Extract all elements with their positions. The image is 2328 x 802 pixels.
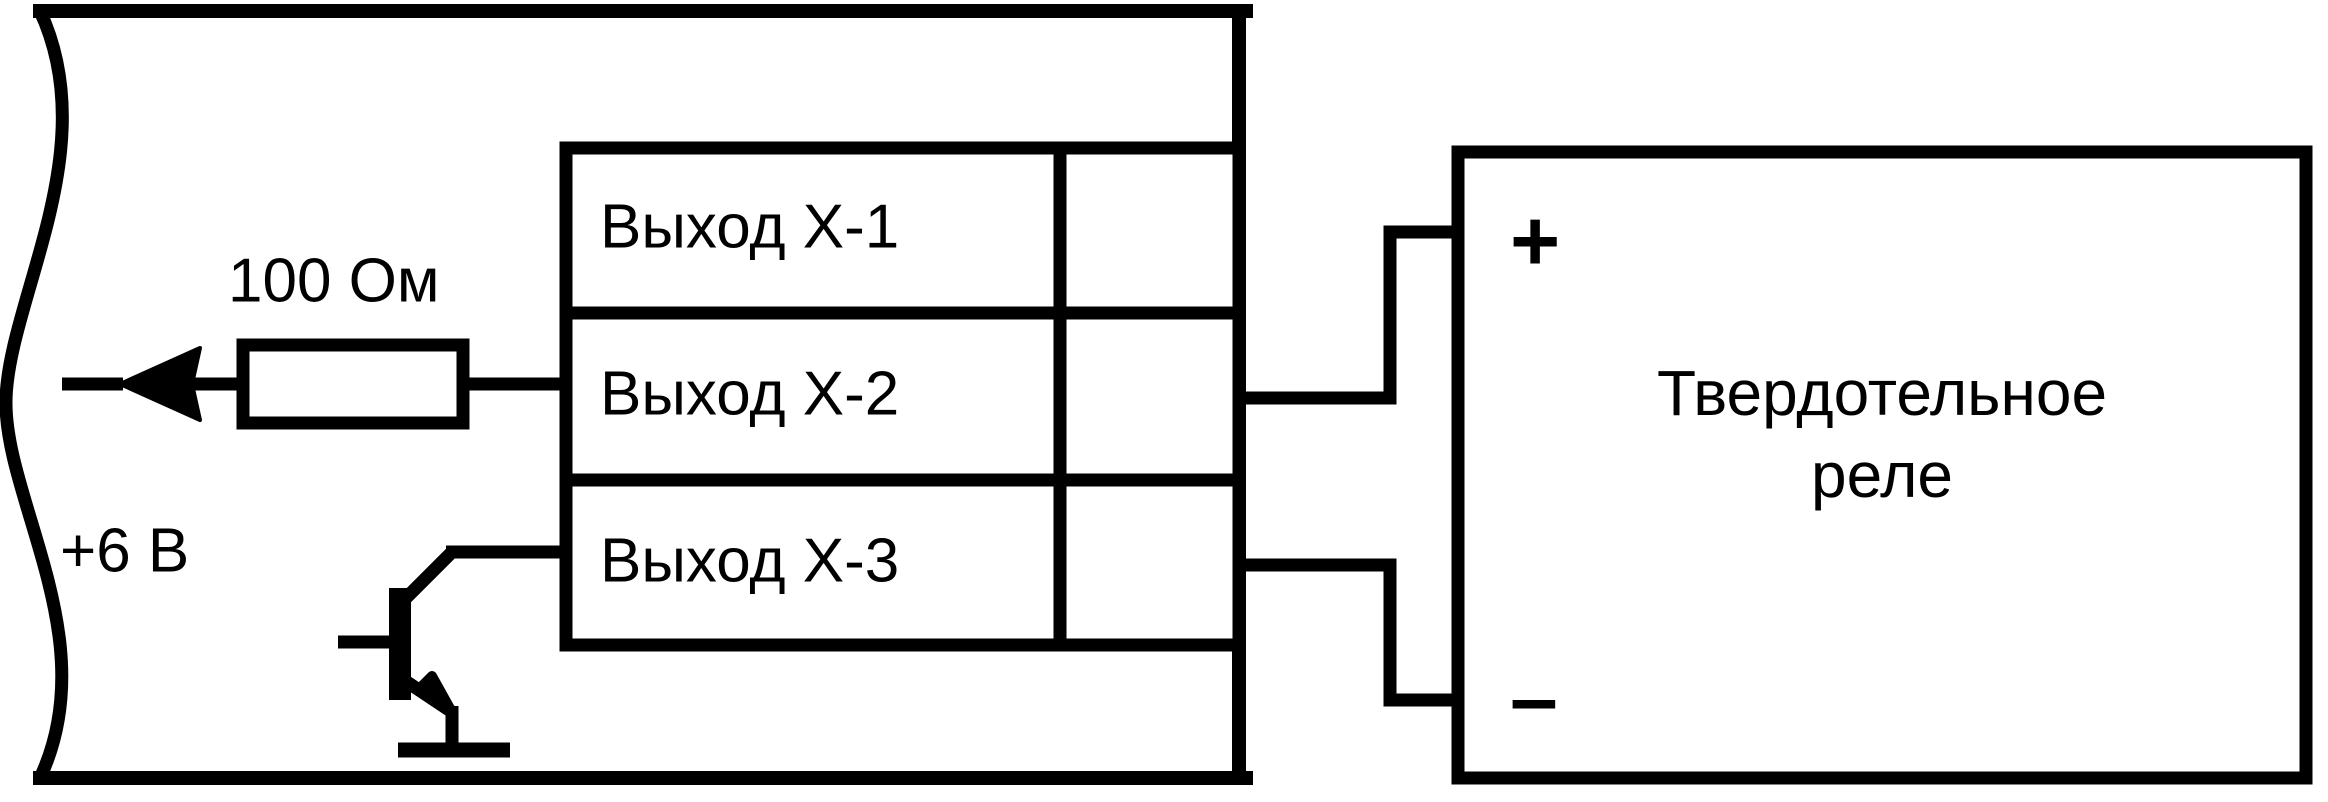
relay-plus-terminal-sign: + [1510, 194, 1560, 290]
interconnect-wires [1232, 225, 1465, 707]
resistor-value-label: 100 Ом [228, 246, 440, 315]
terminal-table: Выход X-1 Выход X-2 Выход X-3 [559, 141, 1246, 652]
wire-output-x2-to-relay-plus [1232, 225, 1465, 405]
relay-minus-terminal-sign: – [1510, 651, 1558, 747]
emitter-arrow-icon [413, 671, 457, 717]
npn-transistor [338, 545, 573, 758]
terminal-row-label-1: Выход X-1 [600, 192, 899, 261]
wire-output-x3-to-relay-minus [1232, 558, 1465, 707]
resistor-body [236, 338, 470, 430]
solid-state-relay: + – Твердотельное реле [1451, 145, 2313, 785]
relay-body [1451, 145, 2313, 785]
relay-name-line-2: реле [1811, 439, 1953, 511]
supply-voltage-label: +6 В [60, 516, 189, 585]
terminal-table-frame [559, 141, 1246, 652]
enclosure-break-edge [0, 4, 69, 785]
terminal-row-label-2: Выход X-2 [600, 359, 899, 428]
transistor-collector-lead [399, 547, 457, 605]
relay-name-line-1: Твердотельное [1657, 357, 2107, 429]
resistor-branch: 100 Ом [62, 246, 573, 430]
terminal-row-label-3: Выход X-3 [600, 526, 899, 595]
current-arrow-icon [118, 346, 202, 422]
